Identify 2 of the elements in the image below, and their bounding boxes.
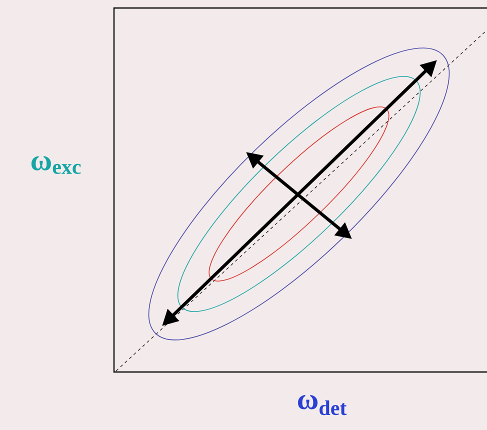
axis-label: ω$_{exc}$: [31, 156, 81, 174]
axis-label: ω$_{det}$: [298, 394, 347, 416]
